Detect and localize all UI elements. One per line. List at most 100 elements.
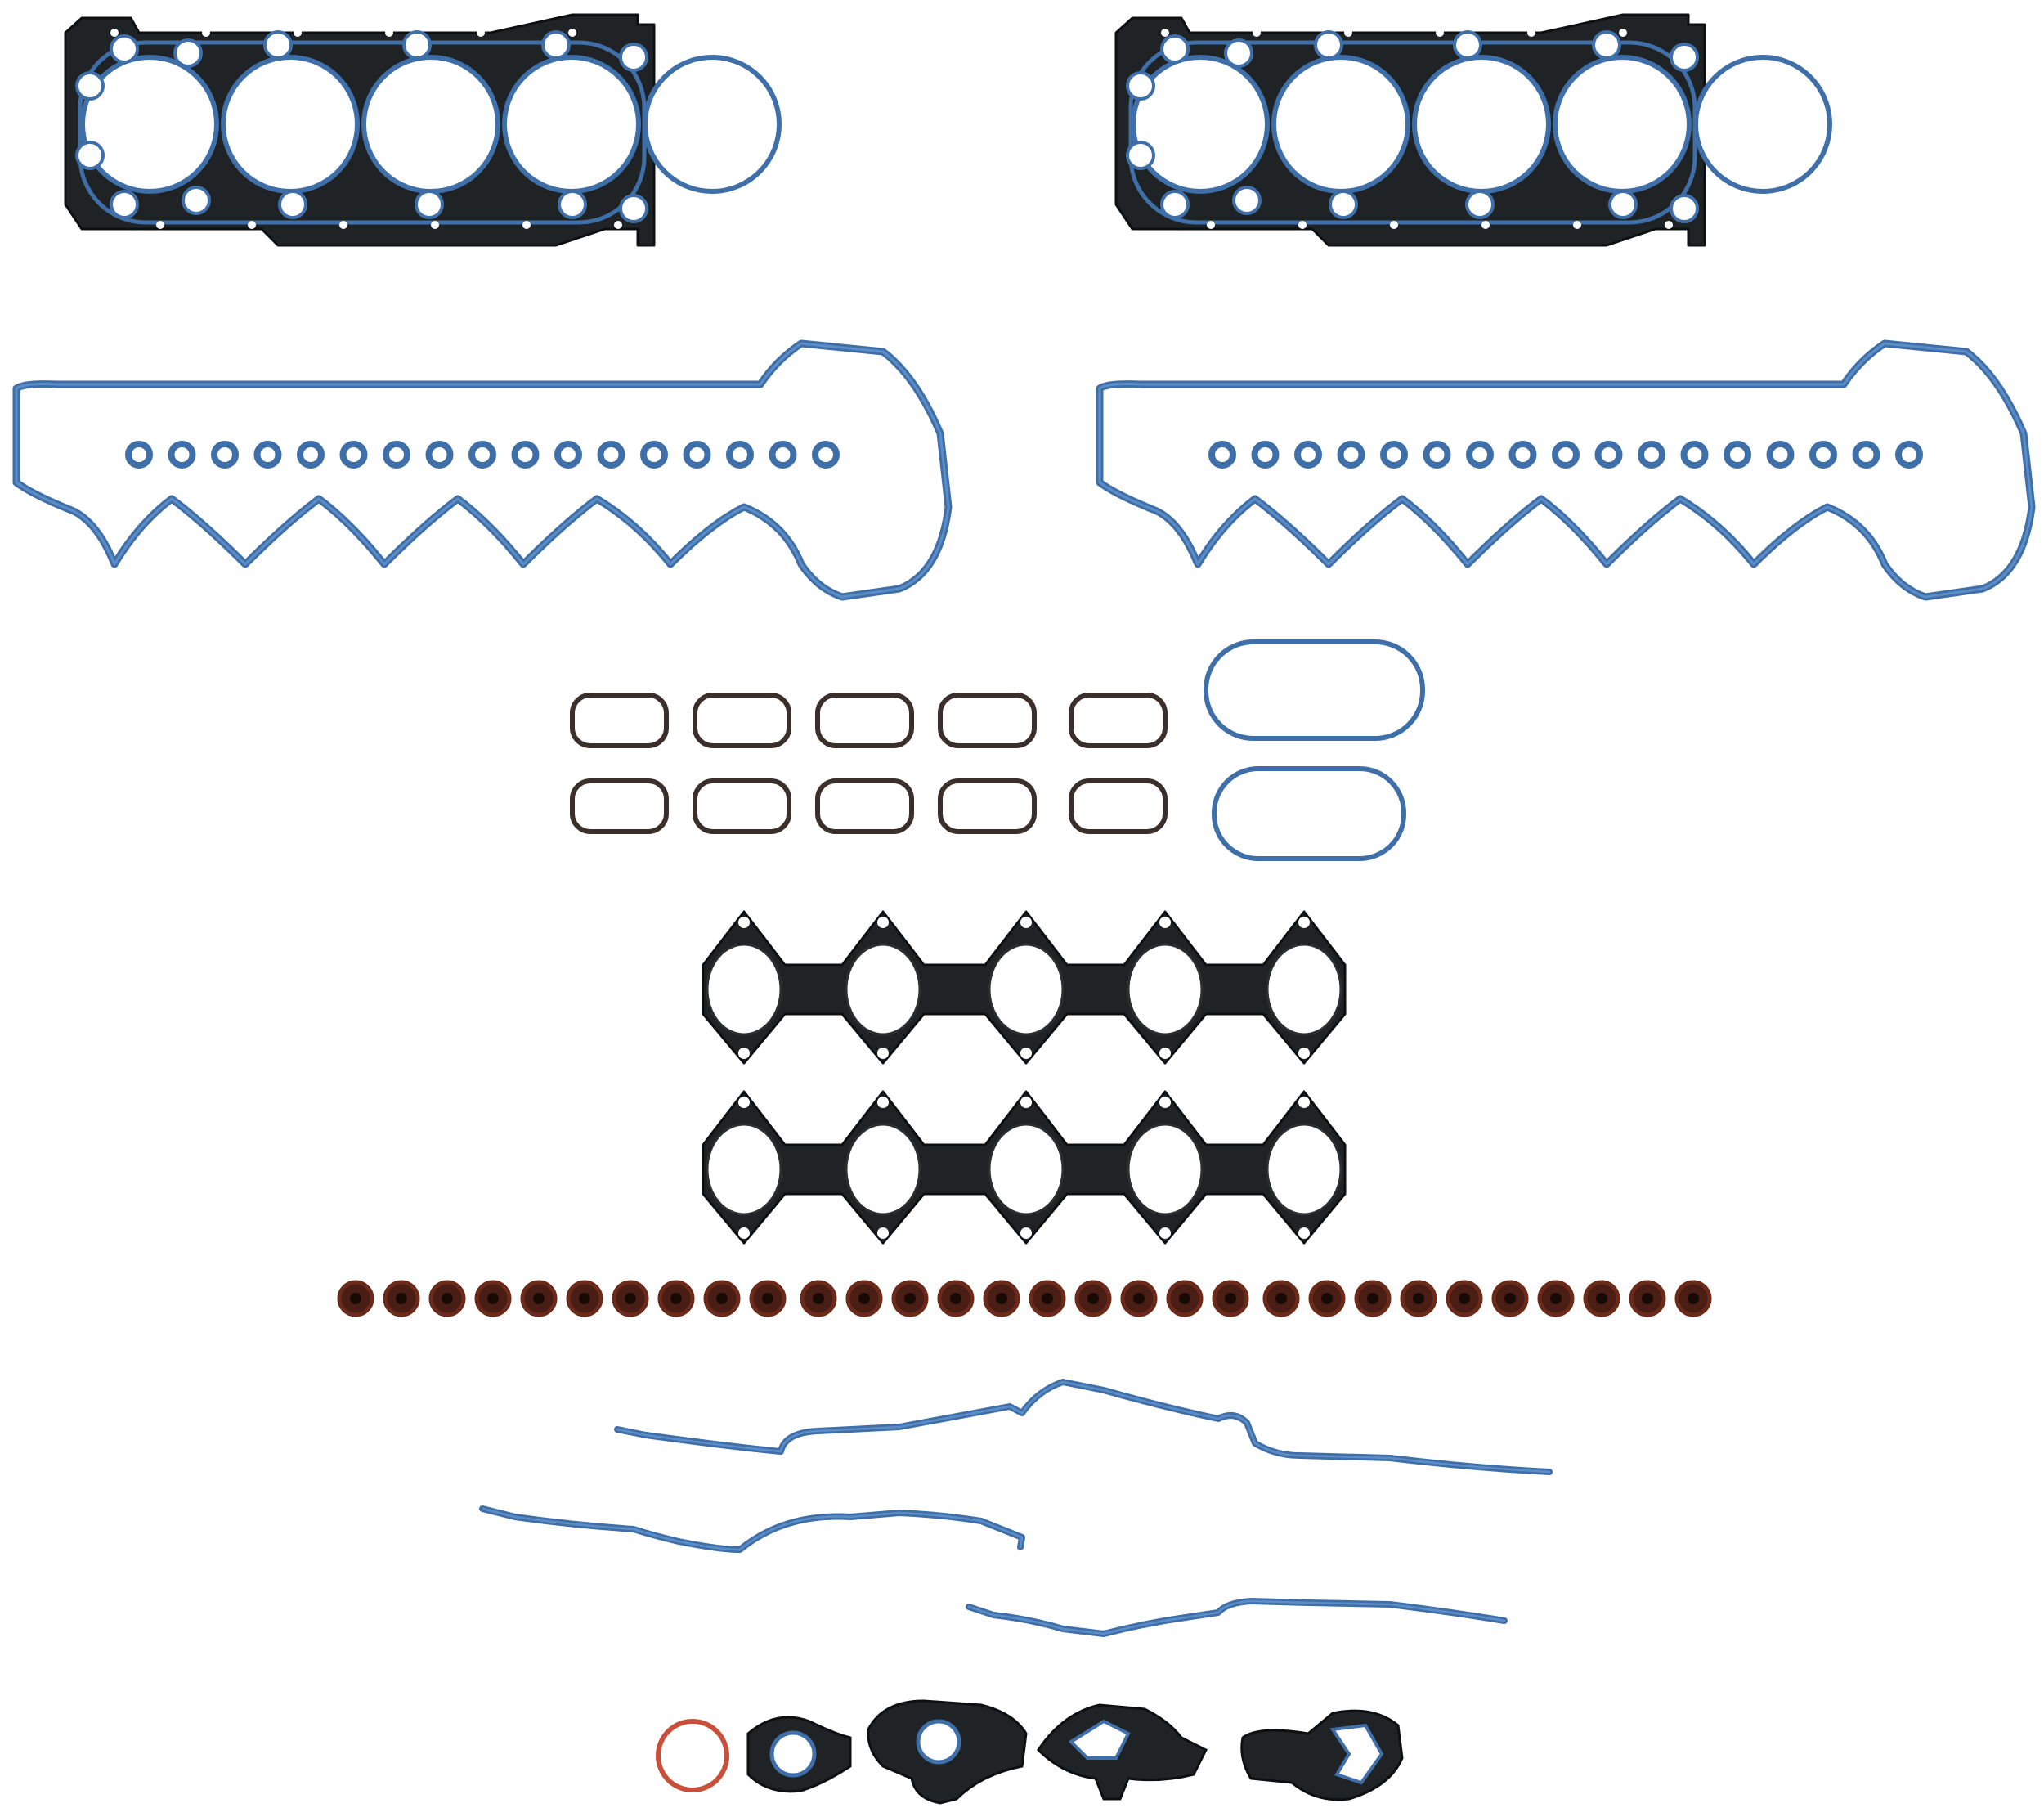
manifold-bolt-hole [1298,917,1310,928]
valve-cover-gasket [1096,339,2036,601]
spark-plug-grommet [168,441,196,469]
valve-stem-seal-bore [579,1293,590,1304]
valve-stem-seal-bore [904,1293,916,1304]
manifold-bolt-hole [1298,1048,1310,1059]
cylinder-bore [1131,55,1270,194]
timing-cover-gasket-highlight [967,1599,1506,1635]
spark-plug-grommet [253,441,282,469]
valve-stem-seal-bore [1504,1293,1516,1304]
coolant-hole [1344,29,1352,37]
cylinder-bore [1553,55,1692,194]
coolant-hole [431,221,439,229]
coolant-hole [1527,29,1535,37]
manifold-port [706,943,782,1036]
coolant-hole [339,221,347,229]
bolt-hole [75,71,105,101]
spark-plug-grommet [1208,441,1236,469]
valve-stem-seal-bore [716,1293,728,1304]
adapter-opening [1068,1719,1131,1760]
coolant-hole [156,221,164,229]
spark-plug-grommet [1852,441,1880,469]
manifold-gasket [702,1090,1347,1245]
valve-stem-seal-bore [1367,1293,1378,1304]
spark-plug-grommet [640,441,668,469]
valve-stem-seals [337,1280,1712,1317]
bolt-hole [1465,190,1495,219]
spark-plug-grommet [1766,441,1795,469]
timing-cover-gaskets [479,1379,1553,1637]
valve-stem-seal-bore [1413,1293,1424,1304]
spark-plug-grommet [211,441,239,469]
manifold-bolt-hole [1159,917,1171,928]
valve-stem-seal-bore [1042,1293,1053,1304]
spark-plug-grommet [339,441,368,469]
timing-cover-gasket [966,1598,1508,1637]
valve-stem-seal-bore [670,1293,682,1304]
spark-plug-grommet [1466,441,1494,469]
coolant-hole [1481,221,1490,229]
intake-port-seal [1069,778,1168,834]
small-gaskets [656,1699,1404,1805]
bolt-hole [541,30,571,60]
spark-plug-grommet [1552,441,1580,469]
spark-plug-grommet [1638,441,1665,469]
bolt-hole [1160,190,1190,219]
valve-stem-seal-bore [1596,1293,1607,1304]
manifold-bolt-hole [738,917,750,928]
water-outlet-opening [916,1719,961,1765]
valve-stem-seal-bore [950,1293,961,1304]
head-gasket-body [1114,13,1706,247]
valve-stem-seal-bore [1275,1293,1287,1304]
spark-plug-grommet [1724,441,1751,469]
cylinder-bore [1693,55,1832,194]
valve-stem-seal-bore [1225,1293,1236,1304]
valve-stem-seal-bore [396,1293,407,1304]
timing-cover-gasket-highlight [481,1507,1024,1551]
manifold-bolt-hole [1298,1097,1310,1108]
spark-plug-grommet [1294,441,1322,469]
bolt-hole [558,190,587,219]
spark-plug-grommet [726,441,754,469]
manifold-bolt-hole [1159,1227,1171,1239]
cylinder-bore [1412,55,1551,194]
valve-cover-bead [12,339,953,601]
valve-stem-seal-bore [1087,1293,1099,1304]
intake-port-seal [1069,693,1168,748]
bolt-hole [619,43,648,72]
thermostat-opening [769,1730,817,1778]
manifold-bolt-hole [877,1097,889,1108]
valve-stem-seal-bore [1179,1293,1190,1304]
valve-stem-seal-bore [487,1293,499,1304]
valve-cover-gaskets [12,339,2036,601]
valve-cover-bead-highlight [15,342,950,599]
manifold-bolt-hole [877,917,889,928]
cylinder-head-gaskets [64,13,1832,247]
spark-plug-grommet [468,441,496,469]
valve-stem-seal-bore [1133,1293,1145,1304]
bolt-hole [1126,71,1155,101]
cylinder-bore [502,55,641,194]
valve-stem-seal-bore [1688,1293,1699,1304]
manifold-port [1266,1123,1342,1216]
spark-plug-grommet [769,441,797,469]
oil-cooler-opening [1329,1723,1384,1785]
coolant-hole [568,29,576,37]
manifold-bolt-hole [1159,1097,1171,1108]
valve-cover-bead-highlight [1098,342,2033,599]
intake-port-seal [693,778,791,834]
manifold-bolt-hole [877,1048,889,1059]
spark-plug-grommet [297,441,325,469]
bolt-hole [415,190,444,219]
manifold-bolt-hole [738,1048,750,1059]
intake-port-seal [815,778,914,834]
intake-port-seal [938,778,1037,834]
coolant-hole [1253,29,1261,37]
spark-plug-grommet [1337,441,1365,469]
valve-stem-seal-bore [1321,1293,1333,1304]
coolant-hole [110,29,119,37]
intake-port-seal [693,693,791,748]
valve-cover-bead [1096,339,2036,601]
coolant-hole [614,221,622,229]
valve-stem-seal-bore [858,1293,870,1304]
